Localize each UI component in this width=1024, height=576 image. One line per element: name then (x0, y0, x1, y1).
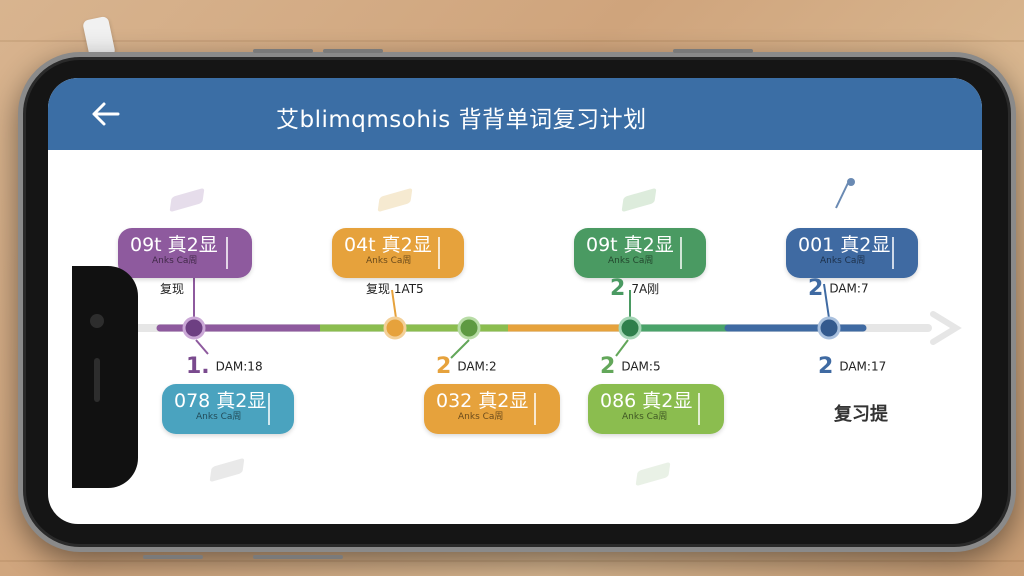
side-button (253, 555, 343, 559)
front-camera (90, 314, 104, 328)
node-label-top-2: 复现 1AT5 (366, 282, 424, 296)
timeline-node (618, 316, 642, 340)
back-arrow-icon (92, 102, 120, 126)
app-header: 艾blimqmsohis 背背单词复习计划 (48, 78, 982, 150)
power-button (673, 49, 753, 53)
review-card-top-4[interactable]: 001 真2显 Anks Ca周 (786, 228, 918, 278)
review-card-bottom-3[interactable]: 086 真2显 Anks Ca周 (588, 384, 724, 434)
review-card-top-2[interactable]: 04t 真2显 Anks Ca周 (332, 228, 464, 278)
review-card-bottom-2[interactable]: 032 真2显 Anks Ca周 (424, 384, 560, 434)
timeline-graphic (102, 178, 962, 359)
review-card-top-3[interactable]: 09t 真2显 Anks Ca周 (574, 228, 706, 278)
connector-line (823, 283, 830, 319)
phone-screen: 艾blimqmsohis 背背单词复习计划 2期 09 (48, 78, 982, 524)
connector-line (195, 339, 209, 355)
earpiece-speaker (94, 358, 100, 402)
timeline-node (383, 316, 407, 340)
wood-grain (0, 40, 1024, 42)
volume-button (323, 49, 383, 53)
back-button[interactable] (88, 98, 124, 130)
review-card-top-1[interactable]: 09t 真2显 Anks Ca周 (118, 228, 252, 278)
timeline-node (182, 316, 206, 340)
review-card-bottom-1[interactable]: 078 真2显 Anks Ca周 (162, 384, 294, 434)
connector-line (450, 339, 470, 359)
connector-line (615, 339, 629, 357)
node-label-top-1: 复现 (160, 282, 185, 296)
connector-line (391, 289, 397, 319)
volume-button (253, 49, 313, 53)
connector-dot (847, 178, 855, 186)
camera-notch (72, 266, 138, 488)
side-button (143, 555, 203, 559)
node-label-bottom-1: 1.DAM:18 (186, 354, 263, 379)
timeline-arrow-head (930, 311, 962, 345)
connector-line (835, 182, 849, 209)
timeline-node (817, 316, 841, 340)
page-title: 艾blimqmsohis 背背单词复习计划 (276, 107, 647, 133)
end-note: 复习提 (834, 404, 888, 425)
wood-grain (0, 560, 1024, 562)
timeline-node (457, 316, 481, 340)
